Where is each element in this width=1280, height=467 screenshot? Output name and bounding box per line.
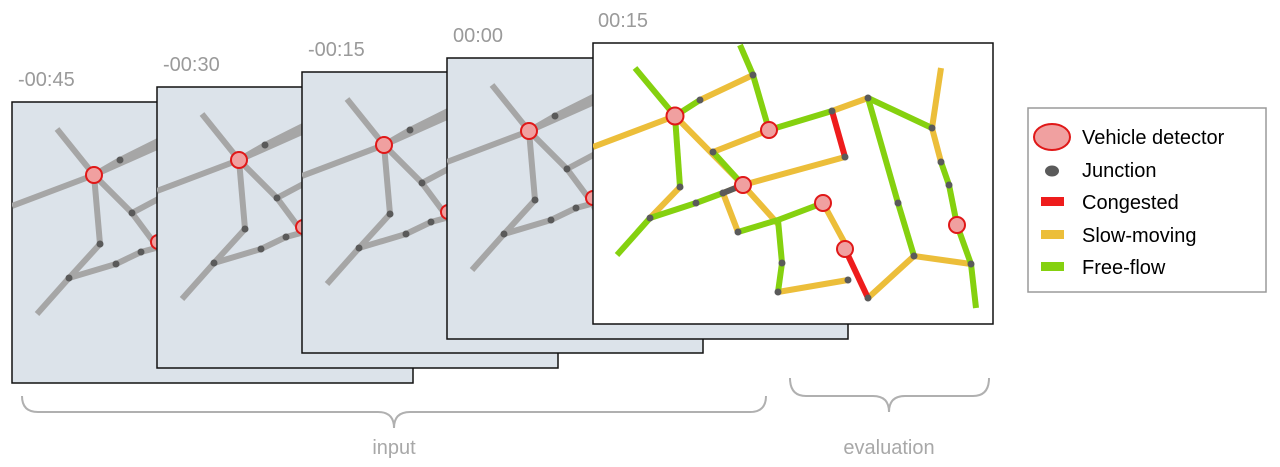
frame-time-label: -00:45 <box>18 69 75 91</box>
input-brace-label: input <box>372 437 416 459</box>
legend-label: Vehicle detector <box>1082 127 1225 149</box>
junction-icon <box>1045 165 1059 177</box>
frame-time-label: -00:15 <box>308 39 365 61</box>
evaluation-brace <box>789 377 990 413</box>
legend-label: Slow-moving <box>1082 225 1196 247</box>
free-flow-swatch <box>1041 262 1064 271</box>
input-brace <box>21 395 767 429</box>
frame-time-label: -00:30 <box>163 54 220 76</box>
legend-label: Free-flow <box>1082 257 1166 279</box>
vehicle-detector-icon <box>1033 123 1071 151</box>
legend: Vehicle detector Junction Congested Slow… <box>1027 107 1267 293</box>
frame-time-label: 00:15 <box>598 10 648 32</box>
evaluation-frame <box>592 42 994 325</box>
legend-label: Congested <box>1082 192 1179 214</box>
evaluation-brace-label: evaluation <box>843 437 934 459</box>
legend-label: Junction <box>1082 160 1157 182</box>
slow-moving-swatch <box>1041 230 1064 239</box>
congested-swatch <box>1041 197 1064 206</box>
frame-time-label: 00:00 <box>453 25 503 47</box>
